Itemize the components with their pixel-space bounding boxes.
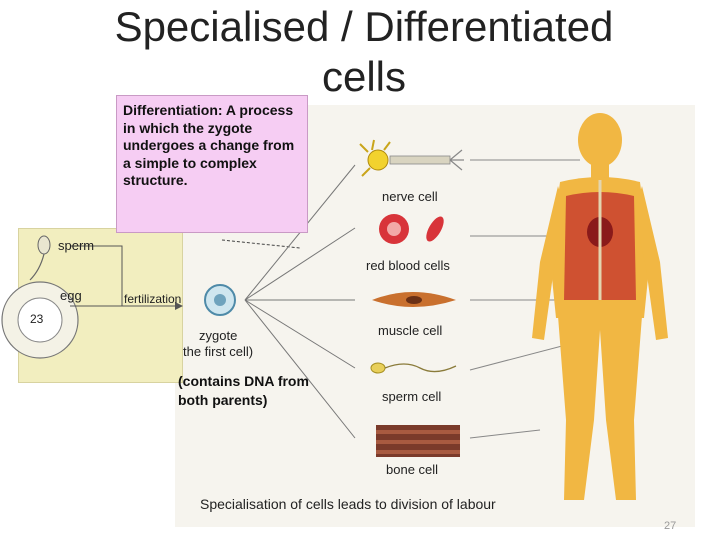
red-blood-cells-label: red blood cells	[366, 258, 450, 273]
sperm-cell-label: sperm cell	[382, 389, 442, 404]
nerve-cell-illustration	[359, 139, 464, 177]
differentiation-definition: Differentiation: A process in which the …	[116, 95, 308, 233]
fertilization-label: fertilization	[124, 292, 182, 306]
bone-cell-illustration	[376, 425, 460, 457]
zygote-cell	[204, 284, 236, 316]
chromosome-count: 23	[30, 312, 44, 326]
nerve-cell-label: nerve cell	[382, 189, 438, 204]
slide-number: 27	[664, 520, 677, 532]
title-line-1: Specialised / Differentiated	[114, 3, 614, 50]
zygote-label: zygote	[199, 328, 238, 343]
egg-label: egg	[60, 288, 82, 303]
egg-illustration	[1, 281, 79, 359]
diagram-caption: Specialisation of cells leads to divisio…	[200, 496, 496, 512]
zygote-dna-note: (contains DNA from both parents)	[178, 373, 309, 408]
muscle-cell-illustration	[372, 292, 456, 307]
sperm-cell-illustration	[370, 362, 457, 374]
zygote-sublabel: the first cell)	[183, 344, 254, 359]
red-blood-cells-illustration	[379, 214, 444, 244]
differentiation-lines	[244, 164, 356, 439]
sperm-illustration	[29, 235, 51, 281]
human-body-illustration	[532, 113, 668, 500]
muscle-cell-label: muscle cell	[378, 323, 443, 338]
title-line-2: cells	[321, 53, 407, 100]
sperm-label: sperm	[58, 238, 95, 253]
definition-pointer	[221, 239, 301, 249]
fertilization-bracket	[70, 245, 175, 307]
slide-title: Specialised / Differentiated cells	[0, 2, 728, 102]
bone-cell-label: bone cell	[386, 462, 439, 477]
fertilization-arrow	[175, 302, 183, 310]
